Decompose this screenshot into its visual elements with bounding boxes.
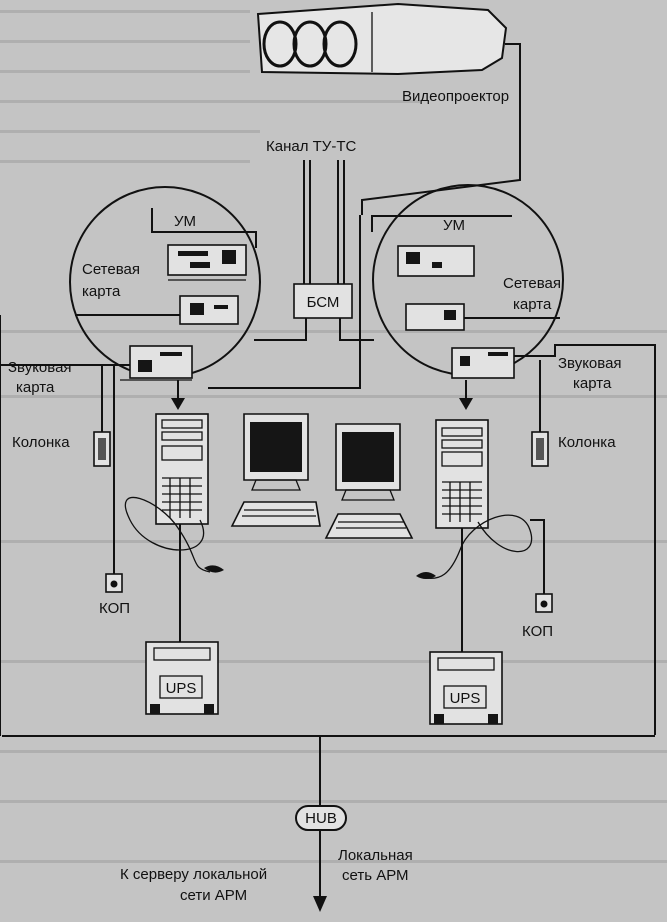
speaker-right-label: Колонка bbox=[558, 434, 616, 451]
bsm-label: БСМ bbox=[307, 294, 340, 311]
background-text-lines bbox=[0, 10, 667, 863]
right-arrow-icon bbox=[459, 398, 473, 410]
network-card-right-line1: Сетевая bbox=[503, 275, 561, 292]
um-left-label: УМ bbox=[174, 213, 196, 230]
left-kop-icon bbox=[105, 573, 123, 593]
channel-label: Канал ТУ-ТС bbox=[266, 138, 356, 155]
bsm-box: БСМ bbox=[293, 283, 353, 319]
right-mouse-cable bbox=[425, 514, 533, 580]
right-sound-card bbox=[451, 347, 515, 379]
sound-card-left-line1: Звуковая bbox=[8, 359, 72, 376]
video-projector bbox=[256, 2, 508, 76]
bsm-left-link bbox=[254, 318, 307, 341]
right-um-card bbox=[397, 245, 475, 277]
network-card-left-line2: карта bbox=[82, 283, 121, 300]
bsm-right-link bbox=[339, 318, 374, 341]
left-sound-card bbox=[120, 345, 193, 381]
left-mouse-cable bbox=[124, 496, 211, 573]
hub-label: HUB bbox=[305, 810, 337, 827]
left-arrow-icon bbox=[171, 398, 185, 410]
network-card-right-line2: карта bbox=[513, 296, 552, 313]
local-net-line2: сеть АРМ bbox=[342, 867, 409, 884]
kop-right-label: КОП bbox=[522, 623, 553, 640]
right-ups bbox=[429, 651, 503, 725]
left-monitor bbox=[230, 413, 321, 527]
right-kop-wire bbox=[530, 519, 545, 594]
right-network-card bbox=[405, 303, 465, 331]
channel-lines bbox=[303, 160, 345, 286]
projector-label: Видеопроектор bbox=[402, 88, 509, 105]
left-mouse-icon bbox=[204, 565, 224, 573]
right-mouse-icon bbox=[416, 572, 436, 579]
network-card-left-line1: Сетевая bbox=[82, 261, 140, 278]
left-speaker-icon bbox=[93, 431, 111, 467]
um-right-label: УМ bbox=[443, 217, 465, 234]
left-um-wire bbox=[151, 208, 257, 248]
projector-cable bbox=[361, 43, 521, 215]
sound-card-right-line2: карта bbox=[573, 375, 612, 392]
left-um-card bbox=[167, 244, 247, 281]
right-sound-line bbox=[514, 344, 656, 735]
sound-card-left-line2: карта bbox=[16, 379, 55, 396]
right-monitor bbox=[324, 423, 414, 539]
center-cable bbox=[208, 215, 361, 389]
right-um-wire bbox=[371, 215, 512, 232]
ups-right-label: UPS bbox=[450, 690, 481, 707]
right-kop-icon bbox=[535, 593, 553, 613]
right-system-unit bbox=[435, 419, 489, 529]
sound-card-right-line1: Звуковая bbox=[558, 355, 622, 372]
local-net-line1: Локальная bbox=[338, 847, 413, 864]
left-ups bbox=[145, 641, 219, 715]
to-server-line2: сети АРМ bbox=[180, 887, 247, 904]
speaker-left-label: Колонка bbox=[12, 434, 70, 451]
kop-left-label: КОП bbox=[99, 600, 130, 617]
left-network-card bbox=[179, 295, 239, 325]
right-speaker-icon bbox=[531, 431, 549, 467]
to-server-line1: К серверу локальной bbox=[120, 866, 267, 883]
down-arrow-icon bbox=[313, 896, 327, 912]
hub-box: HUB bbox=[295, 805, 347, 831]
ups-left-label: UPS bbox=[166, 680, 197, 697]
left-system-unit bbox=[155, 413, 209, 525]
